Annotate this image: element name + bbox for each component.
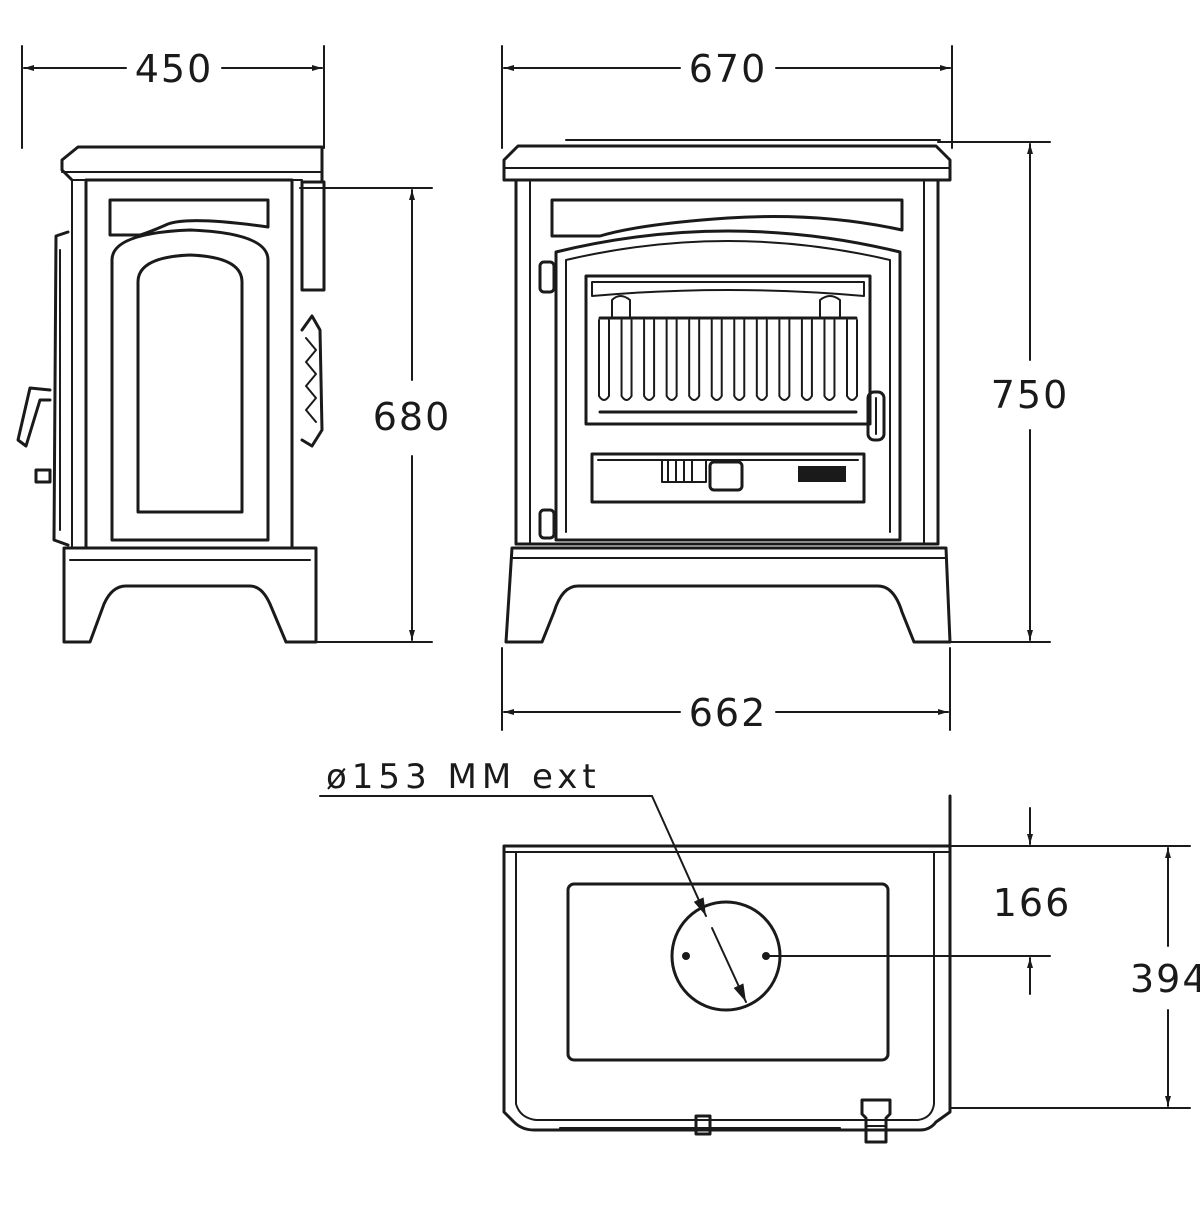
- front-door-handle: [866, 390, 886, 442]
- front-door: [554, 229, 902, 542]
- plan-outline: [502, 794, 952, 1132]
- grate-bar: [643, 319, 656, 401]
- front-top-arch-panel: [550, 198, 904, 238]
- dim-front-width-base-label: 662: [689, 691, 768, 735]
- grate-bar: [688, 319, 701, 401]
- grate-bar: [778, 319, 791, 401]
- dim-front-height-label: 750: [991, 373, 1070, 417]
- front-air-vent: [798, 466, 846, 482]
- grate-bar: [846, 319, 858, 401]
- side-rear-control: [300, 314, 324, 448]
- side-top-plate: [60, 145, 324, 184]
- front-ash-panel: [590, 452, 866, 504]
- grate-bar: [755, 319, 768, 401]
- front-view: [502, 139, 952, 644]
- plan-top-plate: [566, 882, 890, 1062]
- side-door-handle: [16, 386, 52, 448]
- side-view: [16, 145, 326, 644]
- front-control-knob: [708, 460, 744, 492]
- dim-front-width-top-label: 670: [689, 47, 768, 91]
- side-flue-spigot: [300, 180, 326, 292]
- front-primary-slider: [661, 459, 707, 483]
- dimension-lines: [21, 45, 1191, 1109]
- front-fire-grate: [598, 295, 858, 414]
- plan-front-handle: [860, 1098, 892, 1144]
- dim-flue-diameter-label: ø153 MM ext: [326, 757, 601, 797]
- front-top-plate: [502, 144, 952, 182]
- side-door-edge: [52, 230, 70, 547]
- grate-bar: [733, 319, 746, 401]
- grate-bar: [710, 319, 723, 401]
- grate-bar: [665, 319, 678, 401]
- side-panel-inner: [136, 253, 244, 514]
- grate-bar: [823, 319, 836, 401]
- side-top-arch-panel: [108, 198, 270, 237]
- dim-side-depth-label: 450: [135, 47, 214, 91]
- front-body: [514, 178, 940, 546]
- plan-view: [502, 794, 952, 1144]
- dim-side-height-label: 680: [373, 395, 452, 439]
- grate-bar: [620, 319, 633, 401]
- front-hinge-top: [538, 260, 556, 294]
- front-glass-window: [584, 274, 872, 426]
- front-base: [504, 546, 952, 644]
- dim-plan-depth-label: 394: [1130, 957, 1200, 1001]
- side-panel-outer: [110, 228, 270, 542]
- front-hinge-bottom: [538, 508, 556, 540]
- side-base: [62, 546, 318, 644]
- plan-front-knob: [694, 1114, 712, 1136]
- grate-bar: [598, 319, 610, 401]
- grate-bar: [800, 319, 813, 401]
- dim-flue-offset-label: 166: [993, 881, 1072, 925]
